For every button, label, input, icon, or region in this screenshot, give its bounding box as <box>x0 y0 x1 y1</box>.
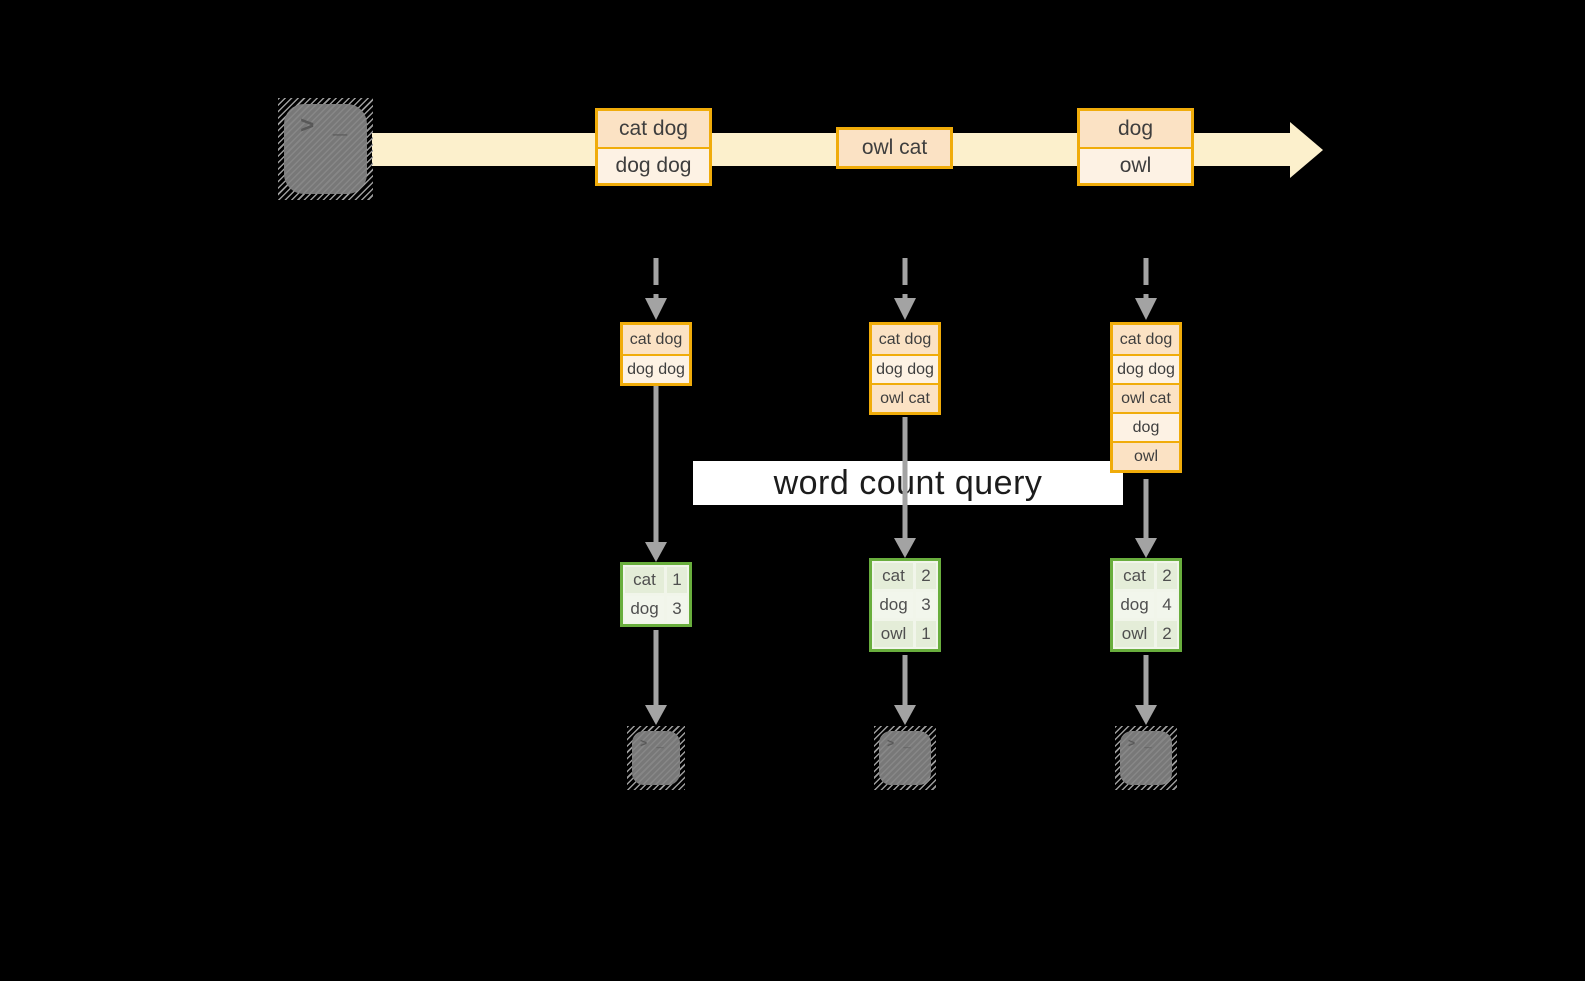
query-arrow-3 <box>1135 479 1157 558</box>
buffer-cell: dog dog <box>872 354 938 383</box>
stream-record-group-2: owl cat <box>836 127 953 169</box>
stream-record: cat dog <box>598 111 709 147</box>
count-value: 1 <box>667 567 687 593</box>
stream-record: owl cat <box>839 130 950 166</box>
query-arrow-1 <box>645 386 667 562</box>
buffer-cell: dog dog <box>623 354 689 383</box>
terminal-screen: > _ <box>879 731 931 785</box>
output-arrow-2 <box>894 655 916 725</box>
buffer-cell: owl cat <box>872 383 938 412</box>
output-arrow-3 <box>1135 655 1157 725</box>
terminal-screen: > _ <box>284 104 367 194</box>
buffer-stack-1: cat dog dog dog <box>620 322 692 386</box>
count-value: 4 <box>1157 592 1177 618</box>
buffer-cell: cat dog <box>872 325 938 354</box>
count-word: dog <box>625 596 664 622</box>
terminal-prompt-icon: > _ <box>300 114 350 141</box>
count-value: 2 <box>916 563 936 589</box>
stream-record-group-3: dog owl <box>1077 108 1194 186</box>
count-word: owl <box>1115 621 1154 647</box>
buffer-cell: dog dog <box>1113 354 1179 383</box>
buffer-cell: dog <box>1113 412 1179 441</box>
count-table-2: cat 2 dog 3 owl 1 <box>869 558 941 652</box>
output-terminal-icon-3: > _ <box>1115 726 1177 790</box>
count-value: 1 <box>916 621 936 647</box>
snapshot-arrow-3 <box>1135 258 1157 320</box>
terminal-screen: > _ <box>1120 731 1172 785</box>
buffer-cell: owl cat <box>1113 383 1179 412</box>
count-value: 3 <box>667 596 687 622</box>
count-value: 2 <box>1157 563 1177 589</box>
snapshot-arrow-2 <box>894 258 916 320</box>
stream-record: dog dog <box>598 147 709 183</box>
output-terminal-icon-1: > _ <box>627 726 685 790</box>
snapshot-arrow-1 <box>645 258 667 320</box>
stream-arrowhead-icon <box>1290 122 1323 178</box>
terminal-prompt-icon: > _ <box>887 737 912 751</box>
query-arrow-2 <box>894 417 916 558</box>
buffer-cell: cat dog <box>623 325 689 354</box>
count-word: cat <box>625 567 664 593</box>
count-value: 3 <box>916 592 936 618</box>
source-terminal-icon: > _ <box>278 98 373 200</box>
buffer-stack-2: cat dog dog dog owl cat <box>869 322 941 415</box>
terminal-prompt-icon: > _ <box>640 737 665 751</box>
count-value: 2 <box>1157 621 1177 647</box>
query-label: word count query <box>693 461 1123 505</box>
output-arrow-1 <box>645 630 667 725</box>
count-word: cat <box>874 563 913 589</box>
stream-record: owl <box>1080 147 1191 183</box>
terminal-screen: > _ <box>632 731 680 785</box>
buffer-cell: owl <box>1113 441 1179 470</box>
terminal-prompt-icon: > _ <box>1128 737 1153 751</box>
count-table-3: cat 2 dog 4 owl 2 <box>1110 558 1182 652</box>
output-terminal-icon-2: > _ <box>874 726 936 790</box>
count-word: dog <box>874 592 913 618</box>
count-word: dog <box>1115 592 1154 618</box>
stream-record: dog <box>1080 111 1191 147</box>
stream-record-group-1: cat dog dog dog <box>595 108 712 186</box>
buffer-cell: cat dog <box>1113 325 1179 354</box>
count-word: cat <box>1115 563 1154 589</box>
buffer-stack-3: cat dog dog dog owl cat dog owl <box>1110 322 1182 473</box>
count-word: owl <box>874 621 913 647</box>
count-table-1: cat 1 dog 3 <box>620 562 692 627</box>
